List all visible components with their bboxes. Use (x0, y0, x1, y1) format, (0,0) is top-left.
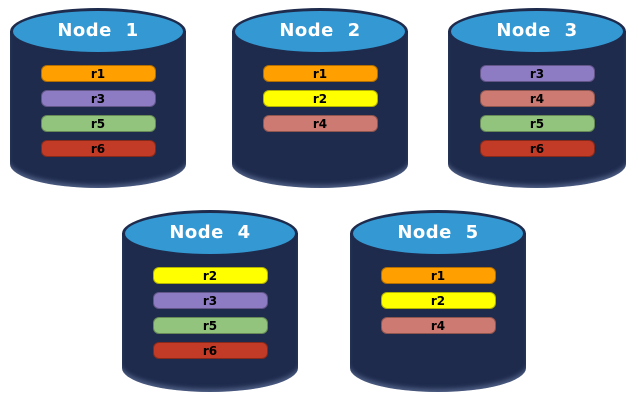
replica-bar-r6: r6 (152, 342, 268, 359)
replica-bar-r5: r5 (479, 115, 595, 132)
cylinder-body (350, 233, 526, 392)
node-cylinder-2: Node 2 r1 r2 r4 (232, 8, 408, 188)
node-label: Node 5 (397, 221, 479, 243)
replica-bar-r6: r6 (40, 140, 156, 157)
node-cylinder-3: Node 3 r3 r4 r5 r6 (448, 8, 626, 188)
replica-bar-r2: r2 (380, 292, 496, 309)
node-label: Node 1 (57, 19, 139, 41)
replica-bar-r2: r2 (262, 90, 378, 107)
node-cylinder-4: Node 4 r2 r3 r5 r6 (122, 210, 298, 392)
replica-bar-r3: r3 (152, 292, 268, 309)
node-label: Node 3 (496, 19, 578, 41)
cylinder-top: Node 4 (122, 210, 298, 257)
node-label: Node 2 (279, 19, 361, 41)
replica-bars: r3 r4 r5 r6 (448, 65, 626, 157)
replica-bar-r4: r4 (479, 90, 595, 107)
replica-bar-r1: r1 (262, 65, 378, 82)
cylinder-top: Node 1 (10, 8, 186, 55)
replica-bar-r2: r2 (152, 267, 268, 284)
cylinder-body (10, 31, 186, 188)
node-cylinder-1: Node 1 r1 r3 r5 r6 (10, 8, 186, 188)
cylinder-top: Node 3 (448, 8, 626, 55)
replica-bar-r5: r5 (40, 115, 156, 132)
replica-bar-r4: r4 (262, 115, 378, 132)
replica-bar-r1: r1 (380, 267, 496, 284)
replica-bar-r5: r5 (152, 317, 268, 334)
cylinder-top: Node 5 (350, 210, 526, 257)
replica-bars: r2 r3 r5 r6 (122, 267, 298, 359)
replica-bars: r1 r2 r4 (350, 267, 526, 334)
replica-bar-r3: r3 (40, 90, 156, 107)
replica-bar-r3: r3 (479, 65, 595, 82)
node-cylinder-5: Node 5 r1 r2 r4 (350, 210, 526, 392)
node-label: Node 4 (169, 221, 251, 243)
cylinder-top: Node 2 (232, 8, 408, 55)
replica-bar-r4: r4 (380, 317, 496, 334)
cylinder-body (122, 233, 298, 392)
cylinder-body (448, 31, 626, 188)
replica-bars: r1 r3 r5 r6 (10, 65, 186, 157)
replica-bar-r6: r6 (479, 140, 595, 157)
replica-bars: r1 r2 r4 (232, 65, 408, 132)
cylinder-body (232, 31, 408, 188)
replica-bar-r1: r1 (40, 65, 156, 82)
